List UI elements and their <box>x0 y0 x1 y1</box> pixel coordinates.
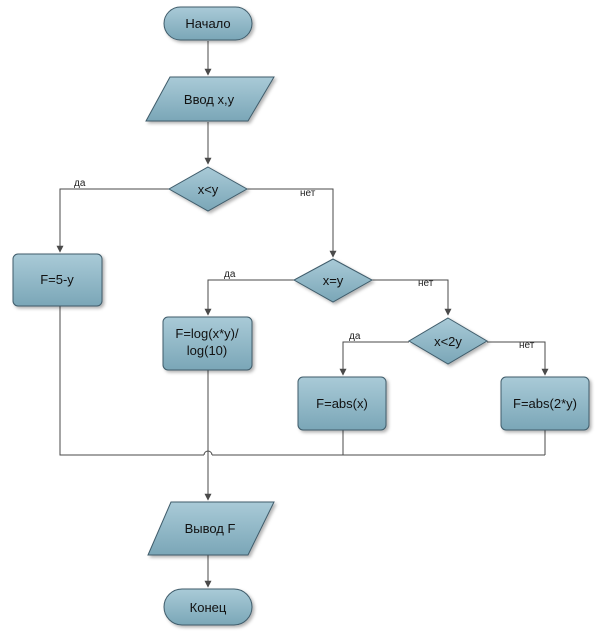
input-parallelogram[interactable] <box>145 76 275 122</box>
connector-cond2-yes <box>204 279 294 316</box>
connector-assign1-merge <box>59 306 204 456</box>
output-parallelogram[interactable] <box>147 501 275 556</box>
connector-cond1-no <box>246 188 337 258</box>
cond1-label: x<y <box>198 182 219 197</box>
connectors <box>56 41 549 588</box>
edge-label-cond1-no: нет <box>300 188 316 199</box>
decision-cond2[interactable] <box>292 258 374 303</box>
connector-cond1-yes <box>56 188 170 253</box>
assign4-label: F=abs(2*y) <box>513 396 577 411</box>
connector-cond3-no <box>487 341 549 376</box>
assign3-label: F=abs(x) <box>316 396 368 411</box>
connector-cond3-yes <box>339 341 409 376</box>
end-label: Конец <box>190 600 227 615</box>
assign2-label-line2: log(10) <box>187 343 227 358</box>
process-assign1[interactable] <box>12 253 103 307</box>
process-assign4[interactable] <box>500 376 590 431</box>
input-label: Ввод x,y <box>184 92 235 107</box>
output-label: Вывод F <box>185 521 236 536</box>
connector-cond2-no <box>372 279 452 316</box>
decision-cond1[interactable] <box>167 166 249 212</box>
edge-label-cond1-yes: да <box>74 178 86 189</box>
end-terminator[interactable] <box>163 588 253 626</box>
assign1-label: F=5-y <box>40 272 74 287</box>
start-terminator[interactable] <box>163 6 253 41</box>
decision-cond3[interactable] <box>408 317 488 365</box>
edge-label-cond2-yes: да <box>224 269 236 280</box>
cond3-label: x<2y <box>434 334 462 349</box>
cond2-label: x=y <box>323 273 344 288</box>
start-label: Начало <box>185 16 230 31</box>
edge-label-cond2-no: нет <box>418 278 434 289</box>
edge-label-cond3-no: нет <box>519 340 535 351</box>
assign2-label-line1: F=log(x*y)/ <box>175 326 239 341</box>
process-assign3[interactable] <box>297 376 387 431</box>
process-assign2[interactable] <box>162 316 253 371</box>
edge-label-cond3-yes: да <box>349 331 361 342</box>
